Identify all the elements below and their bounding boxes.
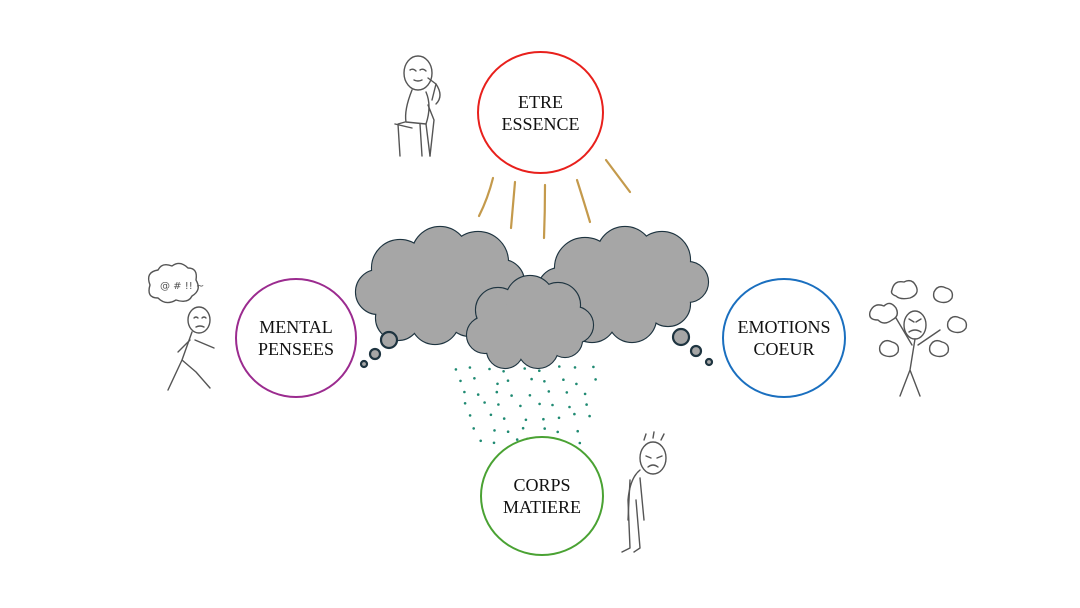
etre-label-line1: ETRE bbox=[518, 91, 563, 112]
rain-drop bbox=[519, 404, 522, 408]
emotions-label-line2: COEUR bbox=[753, 339, 815, 359]
corps-circle: CORPS MATIERE bbox=[480, 436, 604, 556]
scribble-symbols: @ # !! ~ bbox=[160, 281, 204, 292]
rain-drop bbox=[479, 439, 483, 443]
rain-drop bbox=[573, 366, 577, 369]
thought-bubble bbox=[671, 327, 691, 347]
emotions-circle: EMOTIONS COEUR bbox=[722, 278, 846, 398]
storm-cloud-fill bbox=[356, 227, 524, 344]
mental-circle: MENTAL PENSEES bbox=[235, 278, 357, 398]
rain-drop bbox=[538, 369, 541, 373]
rain-drop bbox=[556, 430, 559, 434]
storm-cloud-fill bbox=[538, 227, 708, 342]
storm-clouds bbox=[354, 225, 714, 370]
thought-bubble bbox=[704, 357, 714, 367]
thought-bubble bbox=[359, 359, 369, 369]
angry-person-icon bbox=[868, 279, 968, 397]
rain-drop bbox=[468, 414, 472, 417]
rain-drop bbox=[583, 392, 587, 396]
rain-drop bbox=[506, 379, 510, 383]
sad-person-icon bbox=[621, 431, 667, 553]
rain-drop bbox=[524, 418, 528, 422]
rain-drop bbox=[523, 367, 526, 370]
rain-drop bbox=[575, 382, 578, 386]
mental-label-line1: MENTAL bbox=[259, 317, 333, 337]
rain-drop bbox=[502, 417, 506, 420]
rain-drop bbox=[483, 401, 486, 404]
rain-drop bbox=[573, 412, 576, 416]
rain-icon bbox=[454, 365, 597, 445]
thought-bubble bbox=[689, 344, 703, 358]
sun-ray-icon bbox=[575, 178, 592, 224]
mental-label-line2: PENSEES bbox=[257, 339, 335, 359]
rain-drop bbox=[454, 368, 458, 371]
rain-drop bbox=[492, 441, 496, 445]
rain-drop bbox=[489, 413, 493, 417]
rain-drop bbox=[557, 416, 561, 420]
sun-ray-icon bbox=[477, 176, 495, 218]
rain-drop bbox=[543, 380, 546, 383]
rain-drop bbox=[510, 394, 513, 397]
rain-drop bbox=[473, 377, 476, 380]
sun-rays bbox=[477, 158, 632, 240]
rain-drop bbox=[463, 402, 467, 405]
sun-ray-icon bbox=[509, 180, 517, 230]
rain-drop bbox=[468, 366, 472, 369]
rain-drop bbox=[578, 441, 582, 445]
storm-cloud-fill bbox=[467, 276, 593, 368]
etre-label-line2: ESSENCE bbox=[501, 113, 580, 134]
rain-drop bbox=[543, 427, 546, 430]
thinking-person-icon bbox=[394, 55, 441, 157]
rain-drop bbox=[506, 430, 510, 434]
rain-drop bbox=[551, 403, 554, 407]
sun-ray-icon bbox=[542, 183, 547, 240]
confused-walking-person-icon: @ # !! ~ bbox=[147, 262, 215, 391]
rain-drop bbox=[488, 367, 491, 371]
rain-drop bbox=[562, 378, 565, 382]
corps-label-line1: CORPS bbox=[513, 475, 571, 495]
thought-bubble bbox=[379, 330, 399, 350]
rain-drop bbox=[472, 427, 476, 430]
rain-drop bbox=[476, 393, 480, 396]
rain-drop bbox=[496, 382, 499, 386]
rain-drop bbox=[576, 429, 579, 433]
rain-drop bbox=[592, 365, 595, 369]
thought-bubble bbox=[368, 347, 382, 361]
etre-circle: ETRE ESSENCE bbox=[477, 51, 604, 174]
corps-label-line2: MATIERE bbox=[503, 497, 581, 517]
rain-drop bbox=[502, 370, 505, 373]
rain-drop bbox=[530, 377, 533, 381]
rain-drop bbox=[594, 378, 597, 381]
sun-ray-icon bbox=[604, 158, 632, 194]
emotions-label-line1: EMOTIONS bbox=[737, 317, 831, 337]
rain-drop bbox=[542, 417, 545, 421]
rain-drop bbox=[585, 403, 588, 406]
rain-drop bbox=[493, 429, 496, 432]
rain-drop bbox=[521, 426, 525, 430]
rain-drop bbox=[588, 414, 591, 418]
rain-drop bbox=[558, 365, 561, 368]
rain-drop bbox=[459, 379, 462, 383]
rain-drop bbox=[497, 403, 500, 406]
rain-drop bbox=[538, 402, 541, 406]
rain-drop bbox=[495, 390, 499, 394]
rain-drop bbox=[463, 390, 466, 394]
rain-drop bbox=[528, 394, 532, 397]
rain-drop bbox=[547, 390, 551, 393]
rain-drop bbox=[568, 405, 571, 409]
rain-drop bbox=[565, 391, 569, 394]
